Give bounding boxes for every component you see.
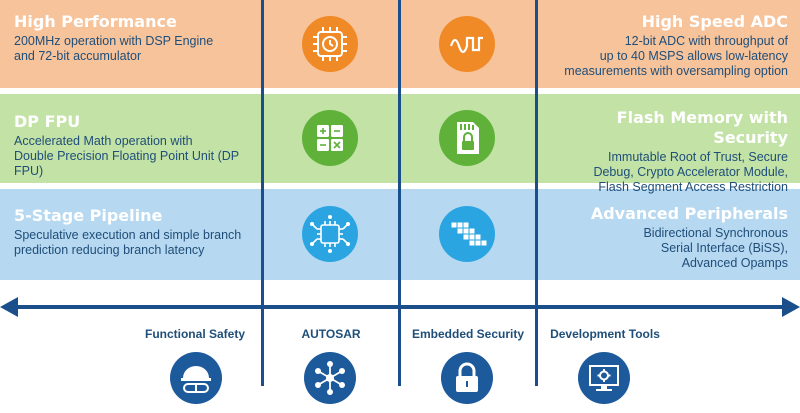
feature-desc-line: Accelerated Math operation with [14, 134, 193, 148]
calculator-icon [302, 110, 358, 166]
feature-desc-line: Advanced Opamps [681, 256, 788, 270]
feature-desc-line: measurements with oversampling option [564, 64, 788, 78]
network-hub-icon [304, 352, 356, 404]
chip-network-icon [302, 206, 358, 262]
feature-title: Advanced Peripherals [590, 204, 788, 223]
feature-desc-line: up to 40 MSPS allows low-latency [599, 49, 788, 63]
feature-title: 5-Stage Pipeline [14, 206, 163, 225]
feature-desc-line: Immutable Root of Trust, Secure [608, 150, 788, 164]
padlock-icon [441, 352, 493, 404]
feature-desc-line: Debug, Crypto Accelerator Module, [593, 165, 788, 179]
pillar-label-autosar: AUTOSAR [301, 327, 361, 341]
feature-desc-line: Bidirectional Synchronous [643, 226, 788, 240]
pillar-label-embedded-security: Embedded Security [411, 327, 525, 341]
feature-high-performance: High Performance 200MHz operation with D… [14, 12, 254, 64]
monitor-gear-icon [578, 352, 630, 404]
feature-flash-memory: Flash Memory with Security Immutable Roo… [540, 108, 788, 195]
timeline-arrow [0, 296, 800, 318]
feature-dp-fpu: DP FPU Accelerated Math operation with D… [14, 112, 259, 179]
cpu-clock-icon [302, 16, 358, 72]
divider-line-1 [261, 0, 264, 386]
feature-title: High Speed ADC [641, 12, 788, 31]
feature-title: DP FPU [14, 112, 81, 131]
pillar-label-functional-safety: Functional Safety [144, 327, 245, 341]
feature-desc-line: and 72-bit accumulator [14, 49, 142, 63]
feature-advanced-peripherals: Advanced Peripherals Bidirectional Synch… [540, 204, 788, 271]
secure-sd-card-icon [439, 110, 495, 166]
feature-5-stage-pipeline: 5-Stage Pipeline Speculative execution a… [14, 206, 259, 258]
pillar-label-development-tools: Development Tools [550, 327, 660, 341]
feature-desc-line: prediction reducing branch latency [14, 243, 205, 257]
feature-desc-line: Flash Segment Access Restriction [598, 180, 788, 194]
feature-title: Flash Memory with Security [616, 108, 788, 147]
divider-line-2 [398, 0, 401, 386]
hard-hat-goggles-icon [170, 352, 222, 404]
divider-line-3 [535, 0, 538, 386]
feature-high-speed-adc: High Speed ADC 12-bit ADC with throughpu… [540, 12, 788, 79]
feature-title: High Performance [14, 12, 177, 31]
feature-desc-line: Double Precision Floating Point Unit (DP… [14, 149, 239, 178]
feature-desc-line: 12-bit ADC with throughput of [624, 34, 788, 48]
staircase-grid-icon [439, 206, 495, 262]
feature-desc-line: Serial Interface (BiSS), [660, 241, 788, 255]
feature-desc-line: 200MHz operation with DSP Engine [14, 34, 214, 48]
feature-desc-line: Speculative execution and simple branch [14, 228, 242, 242]
waveform-icon [439, 16, 495, 72]
